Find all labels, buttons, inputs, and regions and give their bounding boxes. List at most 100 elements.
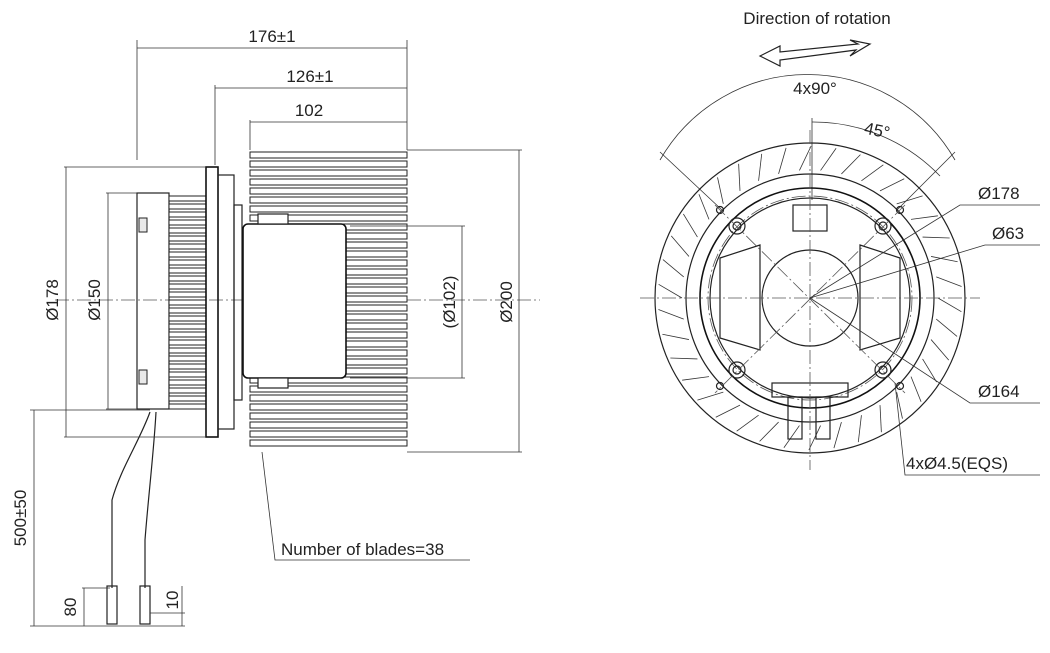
front-blade <box>808 425 821 451</box>
leader-63 <box>809 244 1040 299</box>
front-blade <box>879 405 882 433</box>
impeller-blade <box>249 403 408 411</box>
motor-fin <box>168 235 207 242</box>
front-blade <box>910 215 938 220</box>
impeller-blade <box>249 412 408 420</box>
motor-fin <box>168 403 207 410</box>
impeller-blade <box>249 421 408 429</box>
impeller-blade <box>249 430 408 438</box>
impeller-blade <box>249 439 408 447</box>
front-blade <box>658 283 683 299</box>
side-view: 176±1 126±1 102 Ø178 Ø150 (Ø102) Ø200 50… <box>11 27 540 627</box>
motor-fin <box>168 219 207 226</box>
front-blade <box>662 333 690 340</box>
mount-holes <box>715 205 905 391</box>
eqs-hole <box>715 381 725 391</box>
motor-fin <box>168 195 207 202</box>
front-blade <box>930 256 958 263</box>
motor-fin <box>168 251 207 258</box>
front-blade <box>922 236 950 239</box>
front-view: Direction of rotation 4x90° 45° <box>640 9 1040 476</box>
dim-overall-length: 176±1 <box>248 27 295 46</box>
flange-plate <box>205 166 219 438</box>
dim-strip-10: 10 <box>163 591 182 610</box>
window-left <box>719 244 761 351</box>
front-blade <box>910 376 922 402</box>
front-blade <box>936 276 962 287</box>
dim-cable-length: 500±50 <box>11 490 30 547</box>
angle-offset: 45° <box>863 119 892 143</box>
cable-1-end <box>106 585 118 625</box>
dim-strip-80: 80 <box>61 598 80 617</box>
front-blade <box>717 177 724 204</box>
motor-fin <box>168 307 207 314</box>
motor-fin <box>168 315 207 322</box>
holes-spec: 4xØ4.5(EQS) <box>906 454 1008 473</box>
motor-fin <box>168 323 207 330</box>
impeller-blade <box>249 178 408 186</box>
motor-fin <box>168 331 207 338</box>
motor-fin <box>168 379 207 386</box>
angle-pattern: 4x90° <box>793 79 837 98</box>
dim-body-length: 126±1 <box>286 67 333 86</box>
dim-hub-dia: (Ø102) <box>440 276 459 329</box>
front-blade <box>857 415 862 443</box>
front-blade <box>670 357 698 360</box>
blades-note: Number of blades=38 <box>281 540 444 559</box>
front-blades <box>658 145 962 451</box>
eqs-hole <box>895 205 905 215</box>
motor-fin <box>168 203 207 210</box>
front-blade <box>682 376 710 381</box>
motor-fin <box>168 339 207 346</box>
front-blade <box>937 297 962 313</box>
front-blade <box>833 421 842 449</box>
dia-63: Ø63 <box>992 224 1024 243</box>
front-blade <box>841 154 861 175</box>
motor-fin <box>168 259 207 266</box>
front-blade <box>697 391 724 401</box>
motor-fin <box>168 363 207 370</box>
motor-fin <box>168 227 207 234</box>
front-blade <box>738 163 741 191</box>
front-blade <box>861 164 884 182</box>
front-blade <box>799 145 812 171</box>
mount-hole <box>874 361 892 379</box>
impeller-blade <box>249 385 408 393</box>
front-blade <box>879 178 905 192</box>
front-blade <box>662 259 685 278</box>
motor-fin <box>168 347 207 354</box>
motor-fin <box>168 387 207 394</box>
front-blade <box>930 339 950 361</box>
motor-fin <box>168 267 207 274</box>
cable-1 <box>111 411 151 588</box>
leader-164 <box>809 297 1040 404</box>
impeller-blade <box>249 394 408 402</box>
leader-holes <box>894 382 1040 476</box>
impeller-blade <box>249 151 408 159</box>
motor-fin <box>168 299 207 306</box>
motor-fin <box>168 283 207 290</box>
front-blade <box>698 194 710 220</box>
impeller-blade <box>249 196 408 204</box>
front-blade <box>683 213 698 238</box>
front-blade <box>783 425 800 448</box>
mount-hole <box>728 217 746 235</box>
cable-2-end <box>139 585 151 625</box>
impeller-blade <box>249 169 408 177</box>
motor-fin <box>168 275 207 282</box>
dia-164: Ø164 <box>978 382 1020 401</box>
motor-fin <box>168 243 207 250</box>
front-blade <box>658 309 684 320</box>
front-blade <box>778 147 787 175</box>
blades-leader <box>261 451 470 561</box>
motor-fin <box>168 291 207 298</box>
mount-hole <box>728 361 746 379</box>
front-blade <box>896 195 923 205</box>
dim-motor-dia: Ø178 <box>43 279 62 321</box>
front-blade <box>759 421 779 442</box>
mount-hole <box>874 217 892 235</box>
impeller-blade <box>249 187 408 195</box>
rotation-title: Direction of rotation <box>743 9 890 28</box>
dim-flange-dia: Ø150 <box>85 279 104 321</box>
